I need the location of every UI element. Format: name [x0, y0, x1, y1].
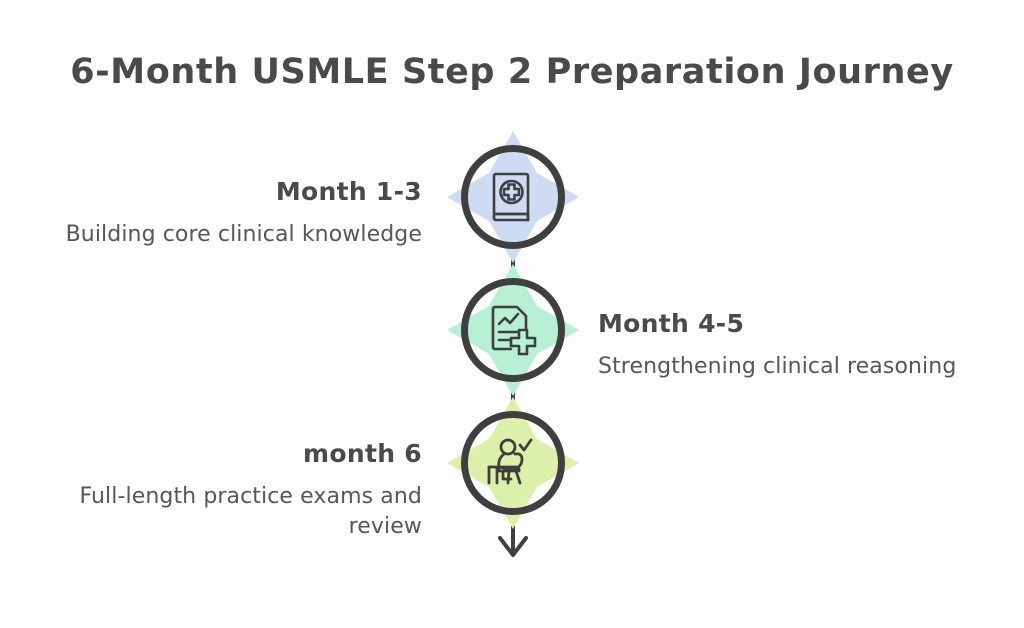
milestone-node-3[interactable]	[447, 397, 579, 529]
milestone-text-3: month 6 Full-length practice exams and r…	[62, 439, 422, 542]
milestone-node-2[interactable]	[447, 264, 579, 396]
milestone-description-1: Building core clinical knowledge	[65, 221, 422, 247]
student-studying-icon	[487, 438, 533, 485]
milestone-label-1: Month 1-3	[275, 177, 422, 206]
milestone-description-2: Strengthening clinical reasoning	[598, 353, 957, 379]
milestone-label-2: Month 4-5	[598, 309, 745, 338]
node-ring-3	[461, 411, 565, 515]
page-title: 6-Month USMLE Step 2 Preparation Journey	[70, 52, 954, 92]
down-arrow-icon	[498, 536, 528, 557]
milestone-text-2: Month 4-5 Strengthening clinical reasoni…	[598, 309, 958, 382]
milestone-node-1[interactable]	[447, 131, 579, 263]
milestone-label-3: month 6	[303, 439, 422, 468]
medical-book-icon	[492, 172, 530, 222]
node-ring-1	[461, 145, 565, 249]
milestone-text-1: Month 1-3 Building core clinical knowled…	[62, 177, 422, 250]
node-ring-2	[461, 278, 565, 382]
milestone-description-3: Full-length practice exams and review	[79, 483, 422, 540]
timeline	[0, 130, 1024, 590]
clinical-report-icon	[491, 305, 537, 356]
